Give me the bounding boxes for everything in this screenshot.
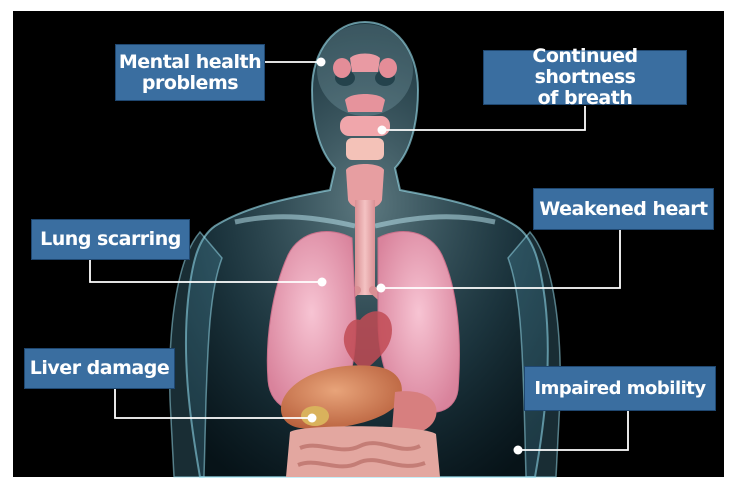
dot-heart (377, 284, 386, 293)
label-mental-health: Mental health problems (115, 44, 265, 101)
label-weakened-heart: Weakened heart (533, 188, 714, 230)
dot-breath (378, 126, 387, 135)
label-lung-scarring: Lung scarring (31, 219, 190, 260)
dot-liver (308, 414, 317, 423)
label-mental-line1: Mental health (119, 52, 261, 73)
dot-lung (318, 278, 327, 287)
label-mental-line2: problems (142, 73, 238, 94)
label-breath-line1: Continued shortness (484, 46, 686, 88)
dot-mental (317, 58, 326, 67)
intestines (286, 426, 440, 477)
label-shortness-of-breath: Continued shortness of breath (483, 50, 687, 105)
dot-mobility (514, 446, 523, 455)
label-liver-damage: Liver damage (24, 348, 175, 389)
label-breath-line2: of breath (538, 88, 633, 109)
label-impaired-mobility: Impaired mobility (524, 366, 716, 411)
